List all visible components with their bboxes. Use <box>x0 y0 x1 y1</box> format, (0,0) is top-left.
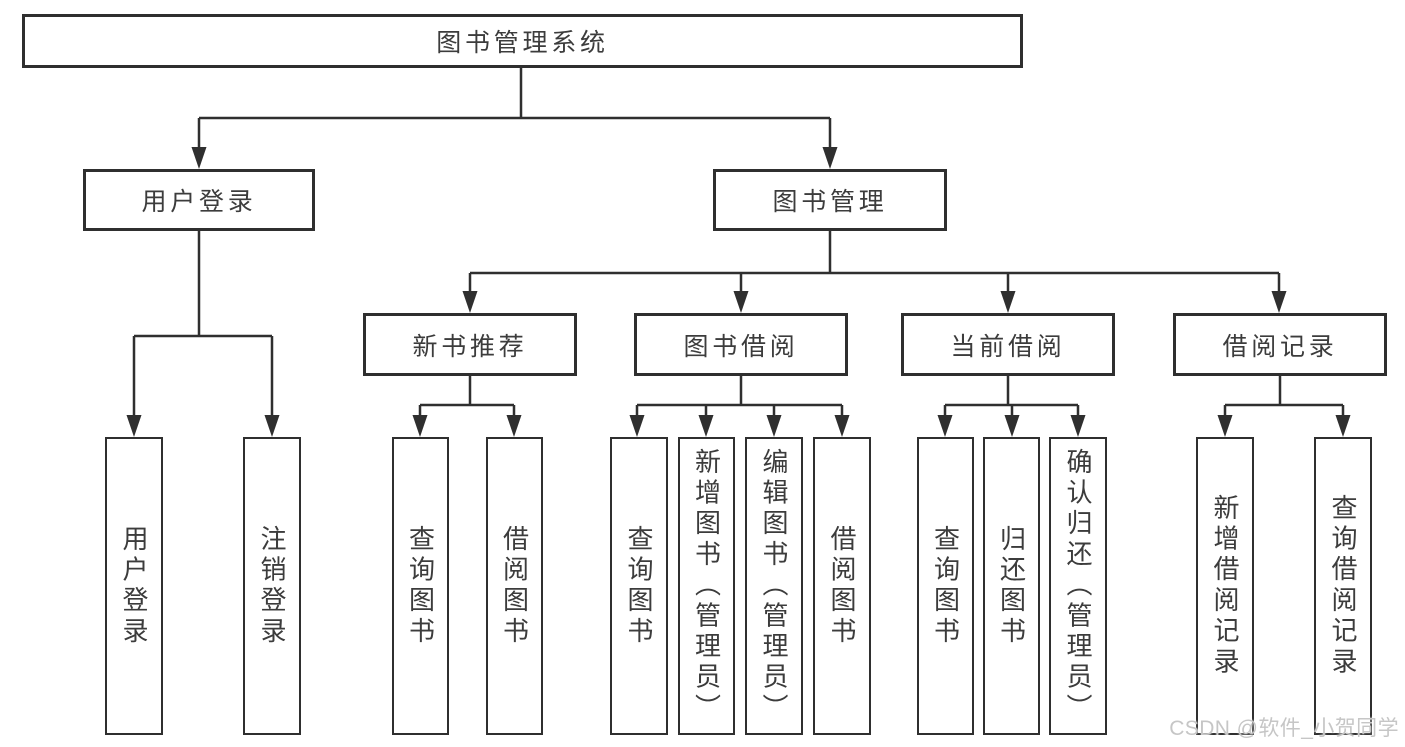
node-label: 图书借阅 <box>683 332 799 361</box>
leaf-label: 查询图书 <box>405 524 436 648</box>
leaf-query-books-recommend: 查询图书 <box>392 437 449 735</box>
leaf-logout: 注销登录 <box>243 437 301 735</box>
leaf-label: 借阅图书 <box>499 524 530 648</box>
watermark: CSDN @软件_小贺同学 <box>1169 717 1399 740</box>
leaf-add-borrow-record: 新增借阅记录 <box>1196 437 1254 735</box>
leaf-query-borrow-record: 查询借阅记录 <box>1314 437 1372 735</box>
leaf-query-books-borrow: 查询图书 <box>610 437 668 735</box>
leaf-label: 编辑图书（管理员） <box>759 447 789 725</box>
leaf-label: 用户登录 <box>119 524 149 648</box>
leaf-label: 借阅图书 <box>827 524 857 648</box>
node-borrow-record: 借阅记录 <box>1173 313 1387 376</box>
leaf-label: 注销登录 <box>257 524 287 648</box>
node-book-borrow: 图书借阅 <box>634 313 848 376</box>
leaf-user-login: 用户登录 <box>105 437 163 735</box>
node-label: 新书推荐 <box>412 332 528 361</box>
leaf-label: 确认归还（管理员） <box>1063 447 1093 725</box>
node-label: 当前借阅 <box>950 332 1066 361</box>
node-new-book-recommend: 新书推荐 <box>363 313 577 376</box>
leaf-label: 查询图书 <box>624 524 654 648</box>
node-book-management: 图书管理 <box>713 169 947 231</box>
leaf-borrow-books: 借阅图书 <box>813 437 871 735</box>
leaf-add-book-admin: 新增图书（管理员） <box>678 437 735 735</box>
node-label: 图书管理系统 <box>436 29 609 57</box>
leaf-borrow-books-recommend: 借阅图书 <box>486 437 543 735</box>
leaf-query-books-current: 查询图书 <box>917 437 974 735</box>
leaf-label: 新增图书（管理员） <box>691 447 722 725</box>
leaf-edit-book-admin: 编辑图书（管理员） <box>745 437 803 735</box>
node-library-system: 图书管理系统 <box>22 14 1023 68</box>
node-label: 用户登录 <box>141 188 257 216</box>
node-current-borrow: 当前借阅 <box>901 313 1115 376</box>
leaf-label: 查询图书 <box>930 524 961 648</box>
node-label: 图书管理 <box>772 188 888 216</box>
leaf-label: 新增借阅记录 <box>1210 493 1240 679</box>
leaf-confirm-return-admin: 确认归还（管理员） <box>1049 437 1107 735</box>
node-user-login: 用户登录 <box>83 169 315 231</box>
leaf-label: 查询借阅记录 <box>1328 493 1358 679</box>
node-label: 借阅记录 <box>1222 332 1338 361</box>
leaf-label: 归还图书 <box>996 524 1027 648</box>
leaf-return-books: 归还图书 <box>983 437 1040 735</box>
